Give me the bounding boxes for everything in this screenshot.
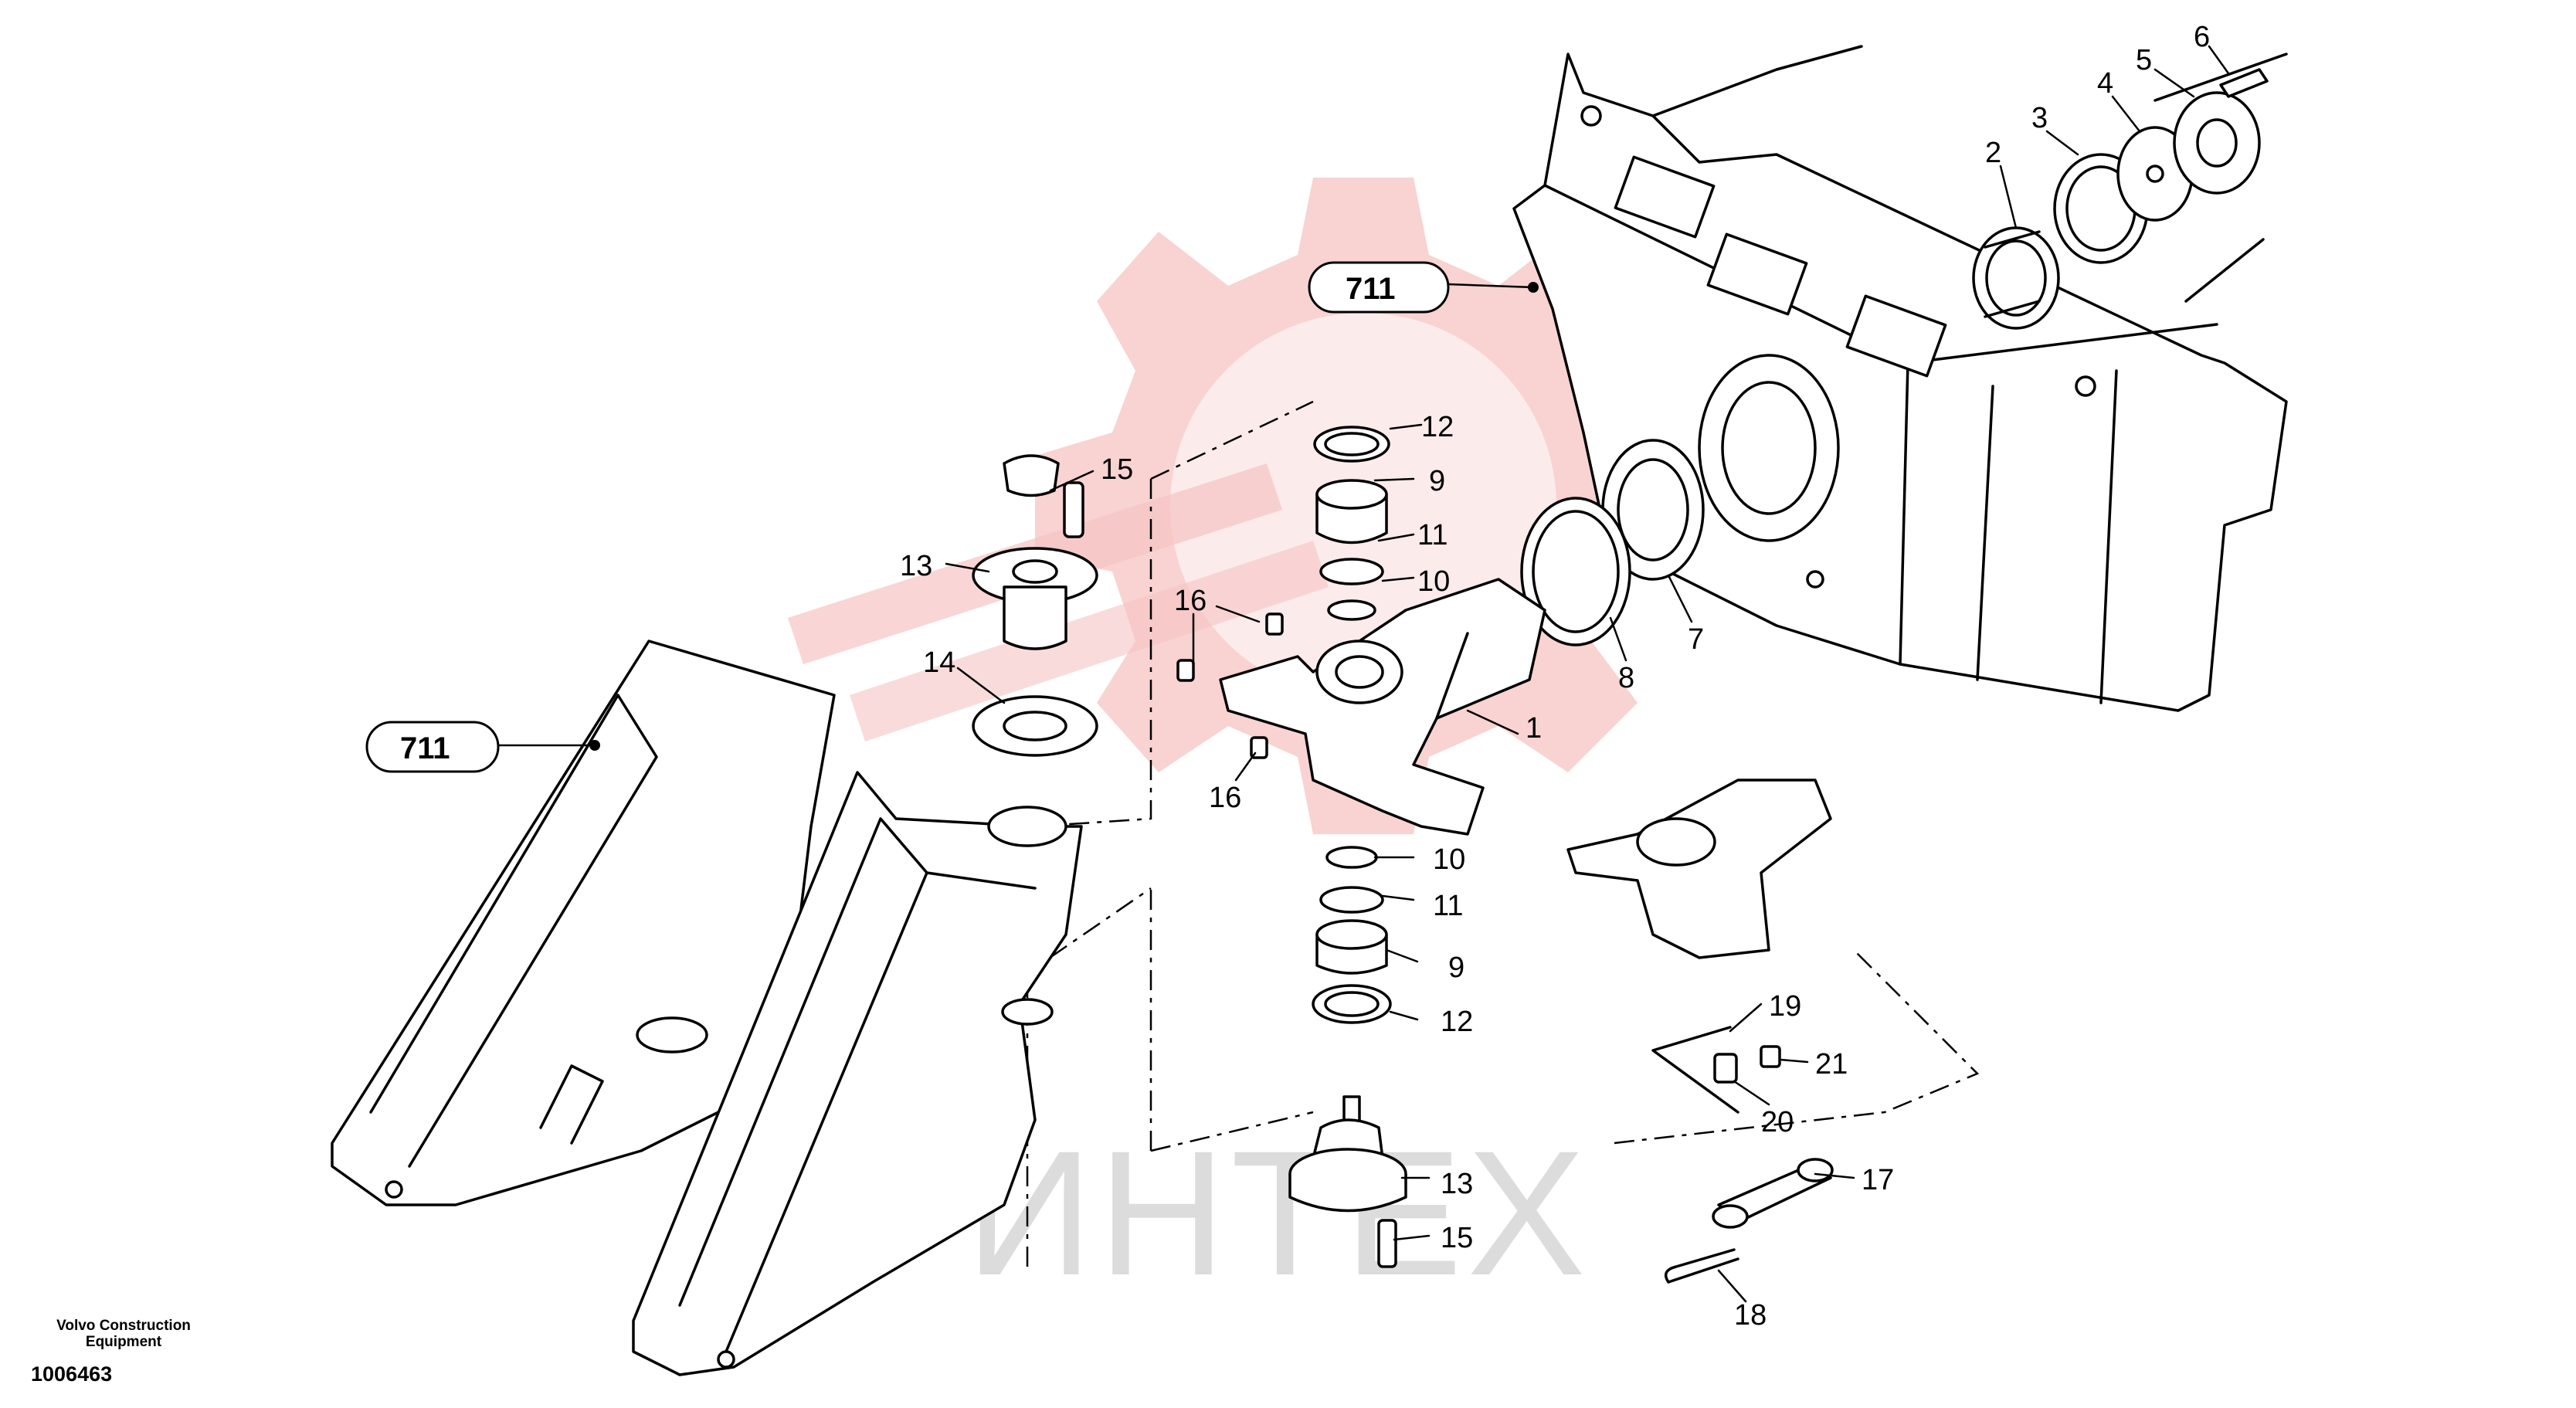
- pin-stack-lower: [1312, 846, 1392, 1024]
- lock-bar-part-19: [1651, 1026, 1739, 1114]
- callout-5: 5: [2136, 44, 2152, 76]
- frame-section-upper: [1512, 45, 2288, 712]
- callout-16-lower: 16: [1209, 782, 1241, 814]
- ref-box-upper-label: 711: [1346, 272, 1396, 306]
- knuckle-part-1: [1219, 578, 1546, 836]
- bushing-part-2: [1972, 226, 2060, 330]
- screw-part-6: [2219, 68, 2269, 98]
- callout-8: 8: [1618, 662, 1634, 694]
- bushing-part-7: [1601, 439, 1705, 581]
- callout-10-upper: 10: [1417, 565, 1450, 598]
- screw-part-15-upper: [1063, 481, 1084, 538]
- callout-6: 6: [2194, 21, 2210, 53]
- screw-part-21: [1760, 1045, 1781, 1068]
- end-plate-part-5: [2173, 91, 2261, 195]
- callout-11-lower: 11: [1433, 890, 1463, 922]
- callout-7: 7: [1688, 623, 1704, 656]
- callout-13-upper: 13: [900, 550, 932, 582]
- callout-14: 14: [923, 646, 955, 679]
- pin-cap-lower-part-13: [1288, 1095, 1407, 1213]
- ref-box-upper[interactable]: 711: [1308, 261, 1450, 314]
- callout-18: 18: [1734, 1299, 1767, 1332]
- drawing-number: 1006463: [31, 1362, 113, 1386]
- callout-13-lower: 13: [1441, 1168, 1473, 1200]
- pin-cap-upper-part-13: [972, 454, 1098, 650]
- callout-1: 1: [1526, 712, 1542, 745]
- screw-part-15-lower: [1377, 1219, 1397, 1268]
- callout-20: 20: [1761, 1106, 1794, 1138]
- watermark-text: ИНТЕХ: [966, 1114, 1590, 1312]
- callout-16-upper: 16: [1174, 585, 1207, 617]
- callout-3: 3: [2031, 102, 2048, 134]
- knuckle-view-secondary: [1566, 779, 1832, 959]
- callout-15-upper: 15: [1101, 453, 1133, 486]
- frame-section-lower: [331, 640, 1083, 1376]
- ref-box-lower-label: 711: [400, 731, 450, 765]
- manufacturer-label: Volvo Construction Equipment: [56, 1318, 191, 1350]
- callout-2: 2: [1985, 137, 2001, 169]
- callout-9-upper: 9: [1429, 465, 1445, 497]
- callout-21: 21: [1815, 1048, 1848, 1081]
- callout-4: 4: [2097, 67, 2113, 100]
- callout-11-upper: 11: [1417, 519, 1448, 551]
- callout-12-lower: 12: [1441, 1006, 1473, 1038]
- pin-stack-upper: [1313, 426, 1390, 621]
- shim-part-14: [972, 695, 1098, 757]
- lock-bar-part-17: [1712, 1158, 1834, 1229]
- pin-part-18: [1664, 1248, 1739, 1284]
- callout-labels: 1 2 3 4 5 6 7 8 9 9 10 10 11 11 12 12 13…: [900, 21, 2210, 1332]
- callout-9-lower: 9: [1448, 952, 1464, 984]
- clamp-part-20: [1713, 1053, 1738, 1084]
- callout-10-lower: 10: [1433, 843, 1465, 876]
- callout-12-upper: 12: [1421, 411, 1454, 443]
- callout-15-lower: 15: [1441, 1222, 1473, 1254]
- ref-box-lower[interactable]: 711: [365, 721, 500, 773]
- callout-17: 17: [1862, 1164, 1894, 1196]
- seal-part-8: [1520, 497, 1631, 646]
- leader-lines: [497, 45, 2230, 1303]
- callout-19: 19: [1769, 990, 1801, 1023]
